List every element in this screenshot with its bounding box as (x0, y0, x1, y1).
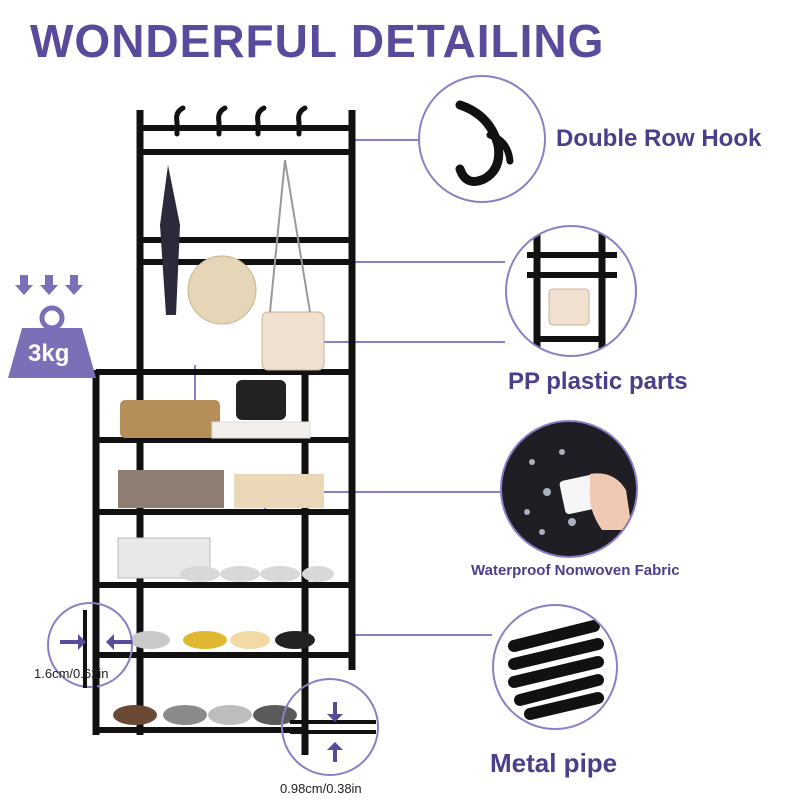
shoes-row-3 (113, 705, 297, 725)
plastic-label: PP plastic parts (508, 368, 688, 395)
plastic-joint-icon (527, 227, 617, 355)
shoes-row-1 (180, 566, 334, 582)
sweaters-shape (118, 470, 224, 508)
pipe-detail-circle (492, 604, 618, 730)
tube-width-label: 1.6cm/0.62in (34, 666, 109, 681)
left-arrow-icon (106, 634, 132, 650)
telephone-shape (236, 380, 286, 420)
height-detail-circle (281, 678, 379, 776)
pipe-label: Metal pipe (490, 748, 618, 778)
right-arrow-icon (60, 634, 86, 650)
scarf-shape (160, 165, 180, 315)
clothes-shape (234, 474, 324, 508)
hook-label: Double Row Hook (556, 125, 762, 152)
bag-strap (269, 159, 311, 313)
hook-detail-circle (418, 75, 546, 203)
double-hook-icon (455, 100, 514, 186)
basket-shape (120, 400, 220, 438)
bag-shape (261, 311, 325, 371)
waterproof-fabric-icon (524, 449, 632, 535)
books-shape (211, 421, 311, 439)
shoes-row-2 (130, 631, 315, 649)
up-arrow-icon (327, 742, 343, 762)
fabric-detail-circle (500, 420, 638, 558)
fabric-label: Waterproof Nonwoven Fabric (471, 562, 680, 579)
weight-icon (8, 275, 96, 378)
page-title: WONDERFUL DETAILING (30, 15, 605, 67)
down-arrow-icon (327, 702, 343, 722)
width-detail-circle (47, 602, 133, 688)
tube-height-label: 0.98cm/0.38in (280, 781, 362, 796)
shelves (96, 369, 352, 733)
top-hooks (174, 105, 308, 137)
hat-shape (187, 255, 257, 325)
metal-pipe-icon (508, 620, 604, 720)
weight-label: 3kg (28, 340, 70, 367)
plastic-detail-circle (505, 225, 637, 357)
